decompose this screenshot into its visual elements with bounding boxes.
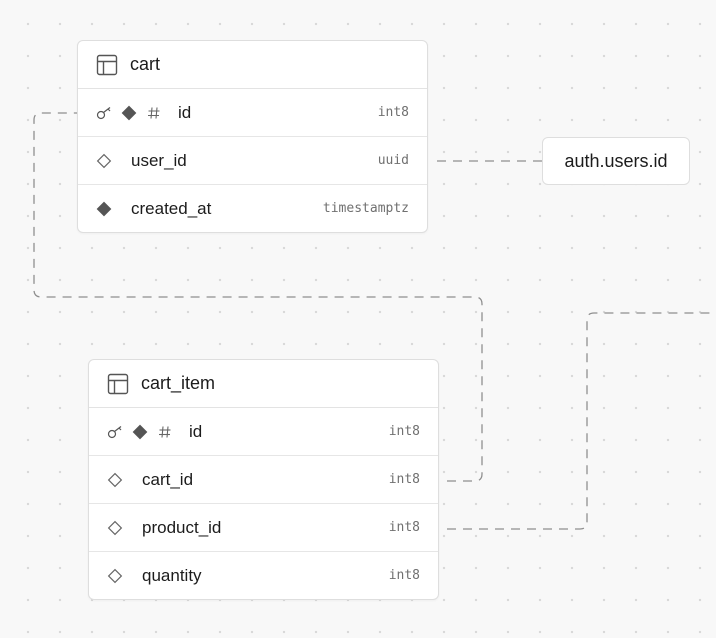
not-null-diamond-icon — [121, 105, 137, 121]
column-row-cart-id[interactable]: cart_id int8 — [89, 456, 438, 504]
column-name: cart_id — [142, 469, 194, 489]
nullable-diamond-icon — [96, 153, 112, 169]
identity-hash-icon — [158, 425, 172, 439]
column-row-created-at[interactable]: created_at timestamptz — [78, 185, 427, 232]
table-cart-item[interactable]: cart_item id int8 cart_id int8 — [88, 359, 439, 600]
table-header-cart-item[interactable]: cart_item — [89, 360, 438, 408]
primary-key-icon — [96, 106, 114, 120]
column-name: id — [189, 421, 203, 441]
column-row-user-id[interactable]: user_id uuid — [78, 137, 427, 185]
column-name: quantity — [142, 565, 202, 585]
column-name: user_id — [131, 150, 187, 170]
column-name: id — [178, 102, 192, 122]
table-cart[interactable]: cart id int8 user_id uuid — [77, 40, 428, 233]
column-row-id[interactable]: id int8 — [78, 89, 427, 137]
table-header-cart[interactable]: cart — [78, 41, 427, 89]
column-name: product_id — [142, 517, 222, 537]
edge-cart-item-product-id-to-product — [447, 312, 716, 530]
table-name: cart — [130, 54, 161, 74]
column-row-quantity[interactable]: quantity int8 — [89, 552, 438, 599]
column-type: int8 — [388, 424, 420, 439]
identity-hash-icon — [147, 106, 161, 120]
primary-key-icon — [107, 425, 125, 439]
table-icon — [96, 54, 118, 76]
external-ref-label: auth.users.id — [564, 150, 668, 171]
column-type: int8 — [377, 105, 409, 120]
column-type: int8 — [388, 520, 420, 535]
column-row-product-id[interactable]: product_id int8 — [89, 504, 438, 552]
column-row-id[interactable]: id int8 — [89, 408, 438, 456]
nullable-diamond-icon — [107, 568, 123, 584]
external-ref-auth-users-id[interactable]: auth.users.id — [542, 137, 690, 185]
nullable-diamond-icon — [107, 472, 123, 488]
not-null-diamond-icon — [96, 201, 112, 217]
table-icon — [107, 373, 129, 395]
not-null-diamond-icon — [132, 424, 148, 440]
column-type: uuid — [377, 153, 409, 168]
column-type: int8 — [388, 472, 420, 487]
column-name: created_at — [131, 198, 212, 218]
column-type: timestamptz — [322, 201, 409, 216]
table-name: cart_item — [141, 373, 216, 393]
nullable-diamond-icon — [107, 520, 123, 536]
column-type: int8 — [388, 568, 420, 583]
